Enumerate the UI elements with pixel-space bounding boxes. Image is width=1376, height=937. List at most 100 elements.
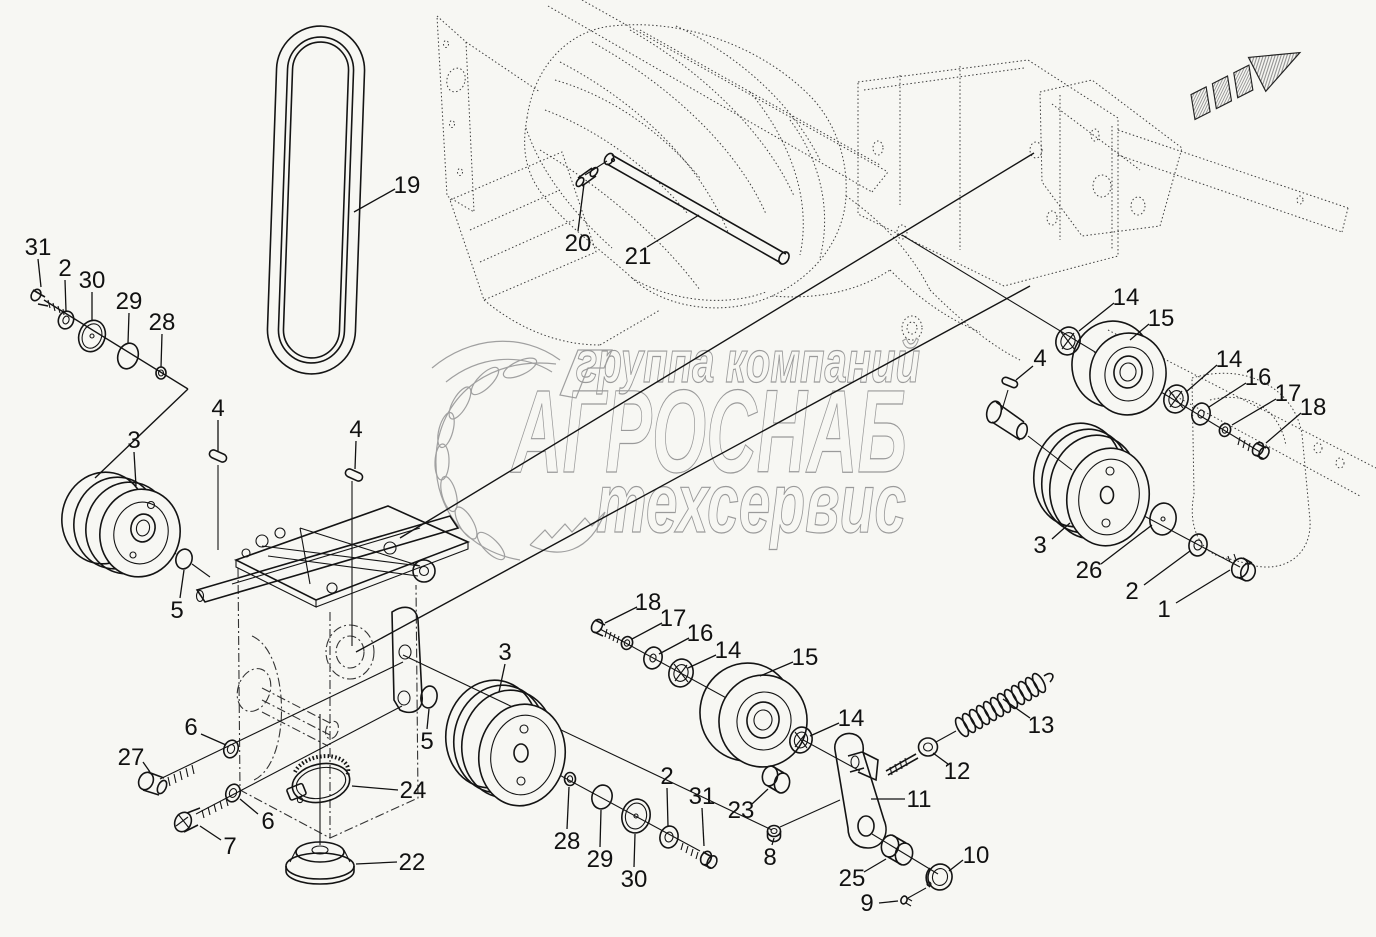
- part-label: 2: [1125, 578, 1138, 605]
- part-label: 11: [907, 786, 932, 813]
- leader-line: [133, 451, 137, 487]
- watermark-line1: группа компаний: [576, 330, 920, 395]
- leader-line: [1129, 323, 1150, 341]
- part-label: 9: [860, 890, 873, 917]
- part-label: 29: [116, 288, 143, 315]
- leader-line: [353, 188, 396, 213]
- part-label: 30: [79, 267, 106, 294]
- leader-line: [37, 258, 42, 288]
- part-label: 31: [689, 783, 716, 810]
- leader-line: [666, 787, 669, 827]
- idler-group-center: [590, 618, 694, 688]
- part-label: 22: [399, 849, 426, 876]
- screw-9: [900, 895, 913, 907]
- part-label: 3: [127, 427, 140, 454]
- snap-ring-5-left: [175, 548, 193, 570]
- leader-line: [498, 663, 506, 693]
- snap-ring-5-mid: [420, 685, 438, 709]
- part-label: 24: [400, 777, 427, 804]
- leader-line: [351, 785, 399, 791]
- leader-line: [701, 807, 705, 847]
- part-label: 27: [118, 744, 145, 771]
- part-label: 12: [944, 758, 971, 785]
- leader-line: [1143, 550, 1191, 586]
- bushing-25: [880, 834, 914, 866]
- machine-frame-outline: [436, 0, 1376, 568]
- fastener-stack-left: [30, 288, 167, 380]
- watermark-line3: техсервис: [596, 456, 906, 550]
- key-4-right: [1001, 376, 1019, 389]
- leader-line: [1265, 412, 1302, 444]
- part-label: 4: [1033, 345, 1046, 372]
- part-label: 18: [1300, 394, 1327, 421]
- washer-26: [1149, 502, 1177, 536]
- leader-line: [759, 661, 794, 677]
- leader-line: [633, 833, 636, 868]
- part-label: 3: [1033, 532, 1046, 559]
- part-label: 14: [838, 705, 865, 732]
- part-label: 13: [1028, 712, 1055, 739]
- leader-line: [239, 798, 259, 815]
- leader-line: [863, 858, 887, 873]
- part-label: 2: [660, 763, 673, 790]
- fastener-stack-center: [563, 771, 718, 869]
- washer-6-upper: [222, 739, 240, 759]
- washer-6-lower: [224, 783, 242, 803]
- v-belt: [266, 25, 366, 375]
- leader-line: [771, 837, 775, 846]
- part-label: 31: [25, 234, 52, 261]
- direction-arrow-icon: [1190, 51, 1302, 121]
- leader-line: [809, 722, 840, 737]
- part-label: 23: [728, 797, 755, 824]
- bolt-7: [173, 797, 229, 833]
- gearbox-flange: [391, 606, 423, 714]
- part-label: 16: [1245, 364, 1272, 391]
- grease-fitting-pin: [575, 160, 608, 188]
- part-label: 26: [1076, 557, 1103, 584]
- pulley-3-center: [444, 679, 567, 807]
- leader-line: [932, 752, 949, 765]
- leader-line: [1175, 569, 1231, 604]
- leader-line: [566, 786, 570, 830]
- idler-pulley-15-center: [699, 662, 808, 768]
- shaft-right: [985, 400, 1029, 441]
- leader-line: [200, 733, 227, 746]
- idler-pulley-15-right: [1071, 320, 1167, 416]
- part-label: 6: [184, 714, 197, 741]
- pulley-3-right: [1032, 422, 1151, 547]
- part-label: 1: [1157, 596, 1170, 623]
- part-label: 14: [1113, 284, 1140, 311]
- part-label: 29: [587, 846, 614, 873]
- leader-line: [426, 708, 430, 730]
- bolt-27: [137, 764, 195, 796]
- leader-line: [658, 637, 690, 655]
- leader-line: [577, 183, 585, 232]
- part-label: 25: [839, 865, 866, 892]
- leader-line: [199, 825, 222, 841]
- part-label: 17: [660, 605, 687, 632]
- leader-line: [1015, 365, 1034, 381]
- part-label: 19: [394, 172, 421, 199]
- part-label: 18: [635, 589, 662, 616]
- bracket-bar: [195, 515, 460, 603]
- idler-group-right: [1055, 326, 1270, 460]
- part-label: 8: [763, 844, 776, 871]
- part-label: 20: [565, 230, 592, 257]
- part-label: 5: [170, 597, 183, 624]
- pulley-3-left: [61, 471, 181, 578]
- part-label: 6: [261, 808, 274, 835]
- support-rod: [603, 152, 790, 265]
- part-label: 5: [420, 728, 433, 755]
- part-label: 28: [149, 309, 176, 336]
- leader-line: [1002, 698, 1031, 719]
- leader-line: [1078, 302, 1115, 332]
- bolt-1: [1227, 553, 1257, 582]
- watermark: группа компаний АГРОСНАБ техсервис: [431, 329, 921, 561]
- key-4-left: [208, 449, 228, 463]
- leader-line: [179, 569, 185, 599]
- collar-10: [925, 863, 953, 891]
- tension-arm-11: [834, 732, 887, 849]
- leader-line: [1100, 524, 1153, 565]
- leader-line: [127, 312, 130, 344]
